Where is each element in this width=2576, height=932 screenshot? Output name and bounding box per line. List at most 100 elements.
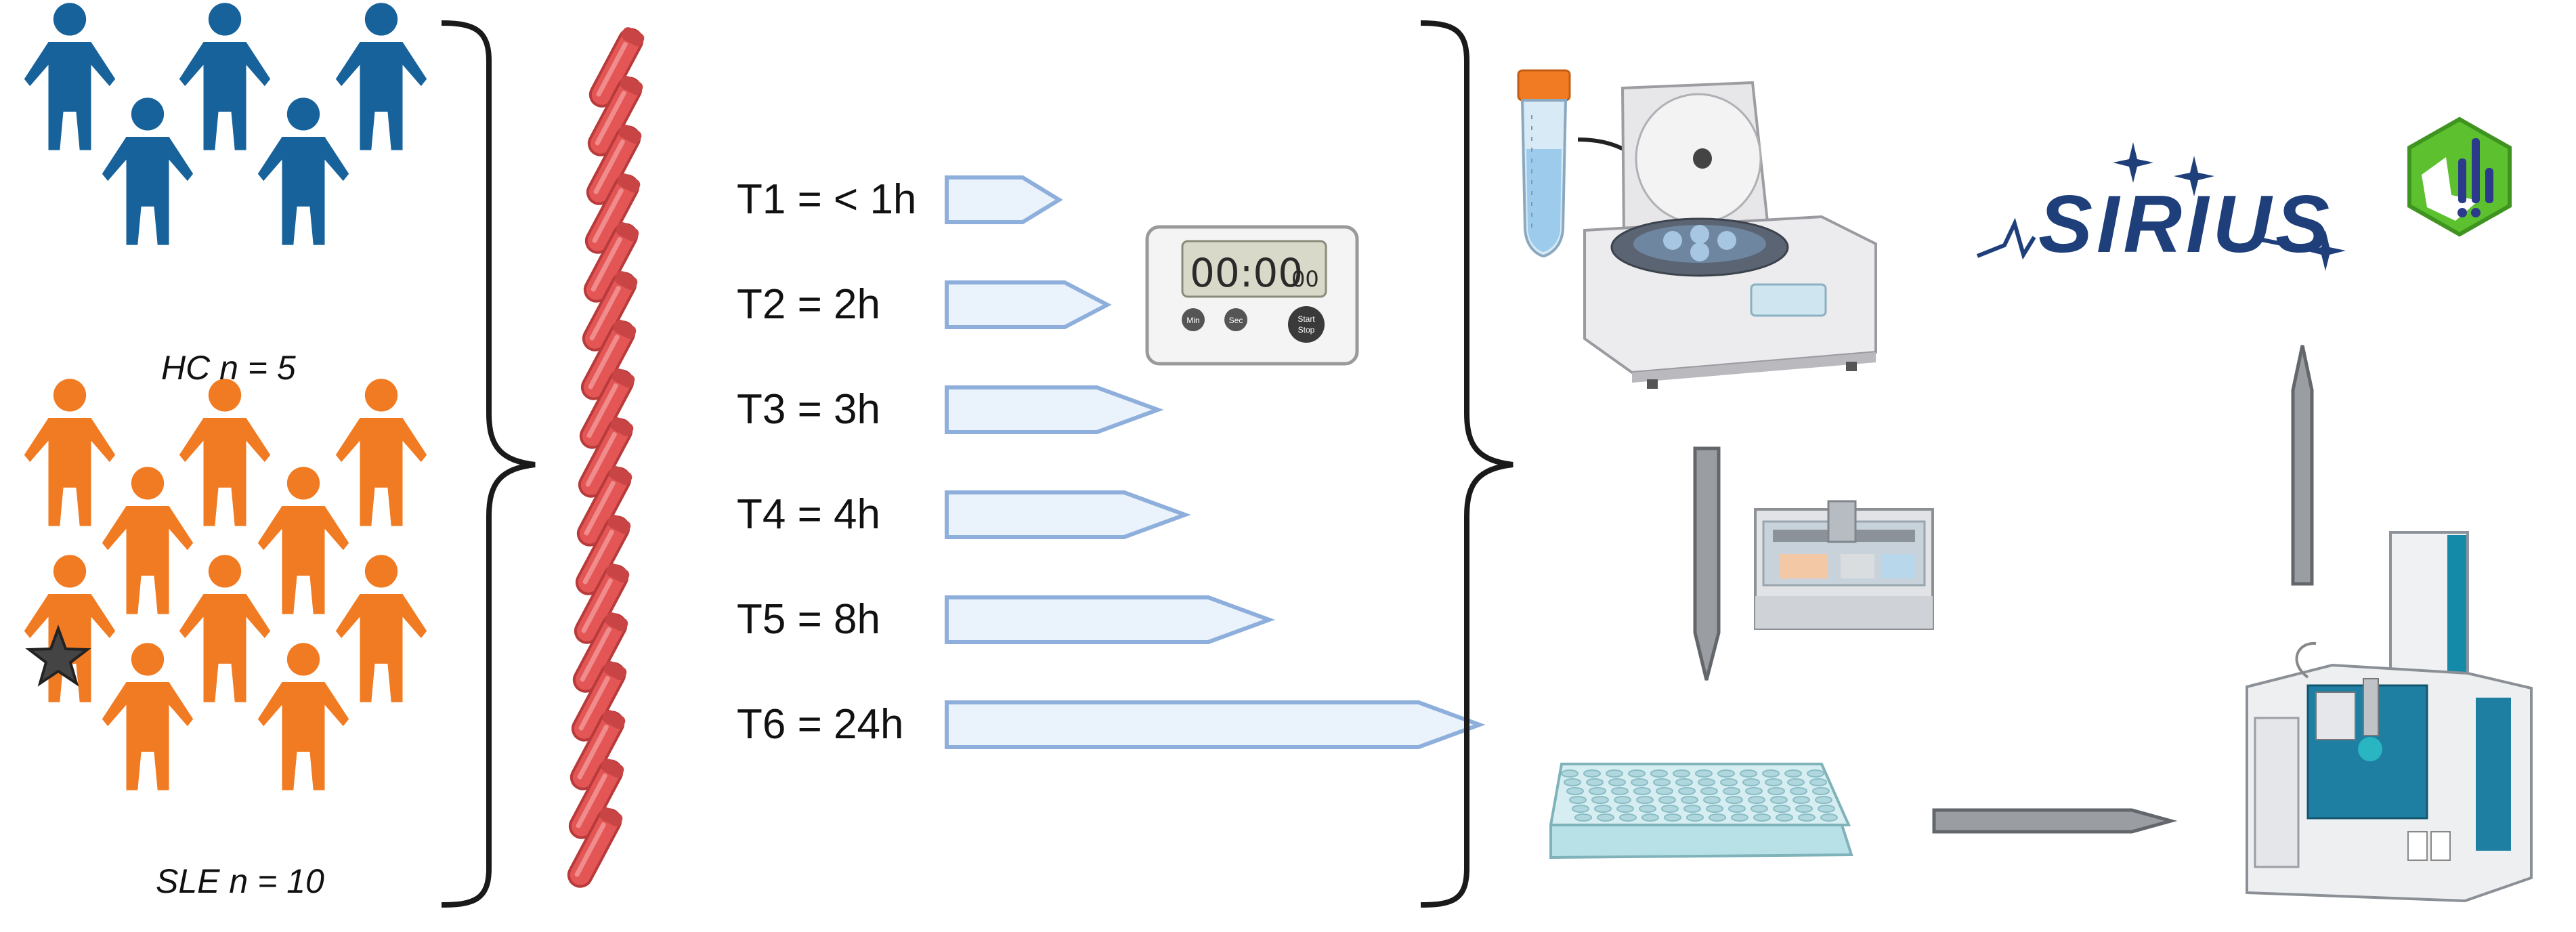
well <box>1717 769 1735 778</box>
falcon-tube-icon <box>1517 69 1571 258</box>
healthy-control-group <box>24 3 427 245</box>
well <box>1631 778 1648 786</box>
well <box>1700 787 1718 795</box>
well <box>1740 769 1757 778</box>
well <box>1787 778 1805 786</box>
well <box>1720 778 1738 786</box>
well <box>1574 813 1592 822</box>
person-icon <box>179 3 271 150</box>
timer-button-start: Start <box>1297 314 1315 324</box>
well <box>1745 787 1763 795</box>
well <box>1619 813 1637 822</box>
timer-button-min: Min <box>1186 316 1199 325</box>
well <box>1773 805 1790 813</box>
well <box>1703 796 1721 804</box>
well <box>1583 769 1601 778</box>
timepoint-arrow <box>945 280 1112 329</box>
well <box>1683 805 1701 813</box>
person-icon <box>179 379 271 526</box>
well <box>1695 769 1713 778</box>
well <box>1709 813 1726 822</box>
well <box>1586 778 1604 786</box>
well <box>1641 813 1659 822</box>
liquid-handler-icon <box>1754 500 1934 630</box>
timepoint-arrows <box>945 175 1486 749</box>
timer-button-sec: Sec <box>1229 316 1243 325</box>
well <box>1606 769 1623 778</box>
person-icon <box>24 379 116 526</box>
person-icon <box>102 98 194 245</box>
well-plate-icon <box>1549 763 1853 860</box>
person-icon <box>179 555 271 702</box>
well <box>1725 796 1743 804</box>
well <box>1815 796 1832 804</box>
hc-group-label: HC n = 5 <box>161 349 296 387</box>
person-icon <box>257 98 349 245</box>
timepoint-label: T2 = 2h <box>737 281 880 328</box>
well <box>1753 813 1771 822</box>
well <box>1628 769 1646 778</box>
well <box>1564 778 1581 786</box>
well <box>1653 778 1671 786</box>
person-icon <box>102 467 194 614</box>
sle-patient-group <box>24 379 427 790</box>
well <box>1748 796 1765 804</box>
timer-button-stop: Stop <box>1298 325 1315 335</box>
well <box>1591 796 1609 804</box>
well <box>1767 787 1785 795</box>
timepoint-arrow <box>945 700 1486 749</box>
well <box>1611 787 1629 795</box>
well <box>1589 787 1606 795</box>
centrifuge-icon <box>1583 81 1877 389</box>
well <box>1673 769 1690 778</box>
timepoint-label: T3 = 3h <box>737 386 880 433</box>
left-brace <box>441 20 536 908</box>
timepoint-arrow <box>945 490 1191 539</box>
sle-group-label: SLE n = 10 <box>156 862 324 900</box>
timepoint-label: T5 = 8h <box>737 596 880 643</box>
well <box>1770 796 1788 804</box>
well <box>1656 787 1673 795</box>
right-brace <box>1420 20 1514 908</box>
well <box>1809 778 1827 786</box>
well <box>1636 796 1654 804</box>
timepoint-label: T1 = < 1h <box>737 176 917 223</box>
timer-icon: 00:00 00 Min Sec Start Stop <box>1145 225 1359 366</box>
well <box>1807 769 1824 778</box>
well <box>1561 769 1579 778</box>
well <box>1790 787 1807 795</box>
hexagon-logo-icon <box>2407 116 2512 237</box>
arrow-down-icon <box>1693 446 1721 681</box>
blood-tubes <box>565 25 646 890</box>
mass-spectrometer-icon <box>2246 531 2533 903</box>
well <box>1608 778 1626 786</box>
well <box>1793 796 1810 804</box>
sirius-logo: SIRIUS <box>1976 142 2346 271</box>
well <box>1751 805 1768 813</box>
well <box>1706 805 1723 813</box>
person-icon <box>335 555 427 702</box>
well <box>1723 787 1740 795</box>
well <box>1639 805 1656 813</box>
well <box>1765 778 1782 786</box>
well <box>1597 813 1614 822</box>
well <box>1784 769 1802 778</box>
well <box>1686 813 1704 822</box>
timer-display: 00:00 <box>1190 250 1303 296</box>
timepoint-label: T4 = 4h <box>737 491 880 538</box>
timepoint-arrow <box>945 385 1164 434</box>
well <box>1664 813 1681 822</box>
person-icon <box>257 467 349 614</box>
timer-display-small: 00 <box>1291 266 1319 292</box>
well <box>1698 778 1715 786</box>
svg-text:SIRIUS: SIRIUS <box>2038 179 2334 270</box>
well <box>1776 813 1793 822</box>
well <box>1742 778 1760 786</box>
person-icon <box>102 643 194 790</box>
well <box>1661 805 1679 813</box>
well <box>1681 796 1698 804</box>
person-icon <box>257 643 349 790</box>
well <box>1820 813 1838 822</box>
